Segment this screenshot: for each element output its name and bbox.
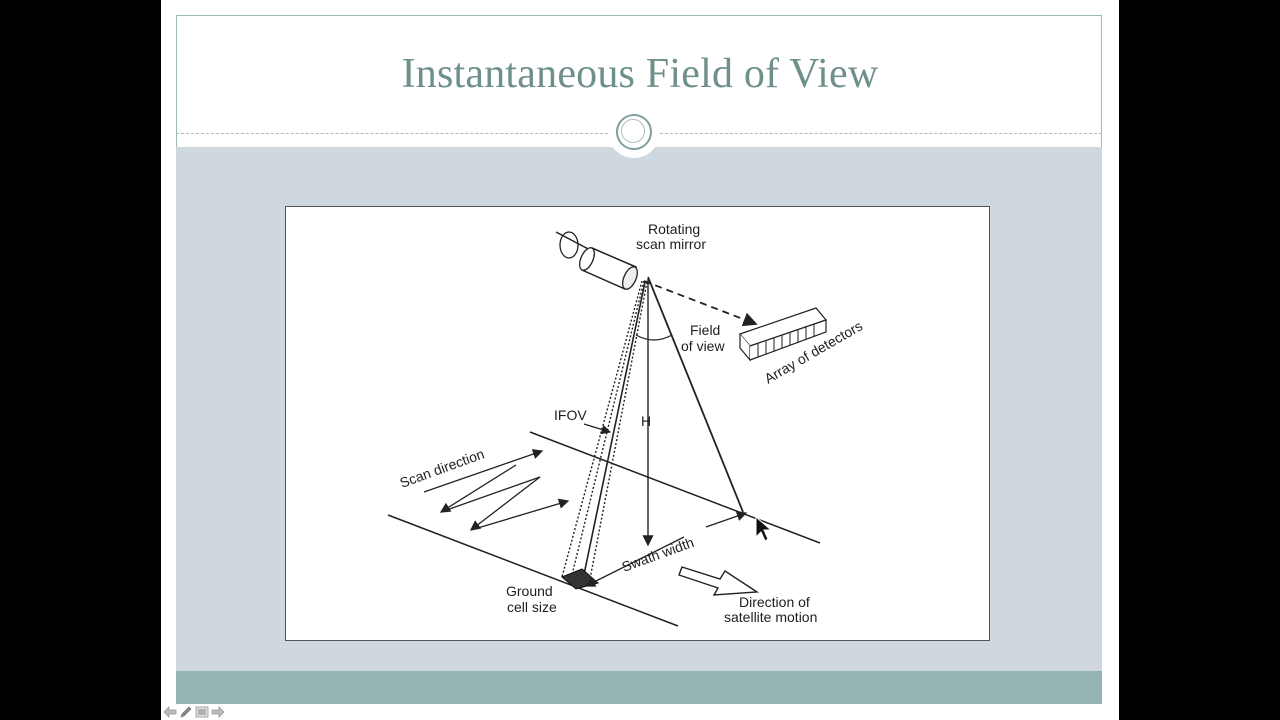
slideshow-controls — [163, 705, 225, 719]
diagram-svg: Rotating scan mirror Field of view Array… — [387, 221, 865, 627]
ornament-ring — [616, 114, 652, 150]
footer-band — [176, 671, 1102, 704]
ground-cell — [561, 568, 600, 590]
pen-icon[interactable] — [179, 706, 193, 718]
ifov-beam-4 — [589, 281, 648, 580]
swath-edge-front — [387, 514, 679, 627]
label-fov-2: of view — [681, 338, 725, 354]
satellite-motion-arrow — [678, 566, 760, 596]
slide: Instantaneous Field of View — [161, 0, 1119, 720]
label-ifov: IFOV — [554, 407, 587, 423]
label-motion-2: satellite motion — [724, 609, 817, 625]
label-scan-direction: Scan direction — [398, 445, 487, 490]
previous-slide-icon[interactable] — [163, 706, 177, 718]
ifov-diagram: Rotating scan mirror Field of view Array… — [285, 206, 990, 641]
swath-width-arrow-right — [705, 511, 748, 528]
label-motion-1: Direction of — [739, 594, 810, 610]
swath-width-arrow-left — [584, 536, 685, 587]
rotating-scan-mirror — [555, 231, 638, 290]
label-mirror-2: scan mirror — [636, 236, 706, 252]
ifov-pointer — [583, 423, 612, 435]
label-mirror-1: Rotating — [648, 221, 700, 237]
detector-path — [643, 280, 758, 327]
slide-title: Instantaneous Field of View — [401, 51, 879, 97]
label-fov-1: Field — [690, 322, 720, 338]
mouse-cursor-icon — [755, 515, 773, 542]
label-height: H — [641, 413, 651, 429]
swath-edge-back — [529, 431, 821, 544]
next-slide-icon[interactable] — [211, 706, 225, 718]
ifov-beam-2 — [570, 280, 645, 580]
label-ground-1: Ground — [506, 583, 553, 599]
fov-edge — [647, 276, 744, 513]
detector-array — [738, 307, 828, 362]
fov-arc — [635, 334, 673, 341]
label-ground-2: cell size — [507, 599, 557, 615]
title-ornament — [608, 106, 660, 158]
scan-direction-arrows — [423, 449, 570, 531]
ifov-beam-3 — [581, 281, 646, 585]
slide-menu-icon[interactable] — [195, 706, 209, 718]
